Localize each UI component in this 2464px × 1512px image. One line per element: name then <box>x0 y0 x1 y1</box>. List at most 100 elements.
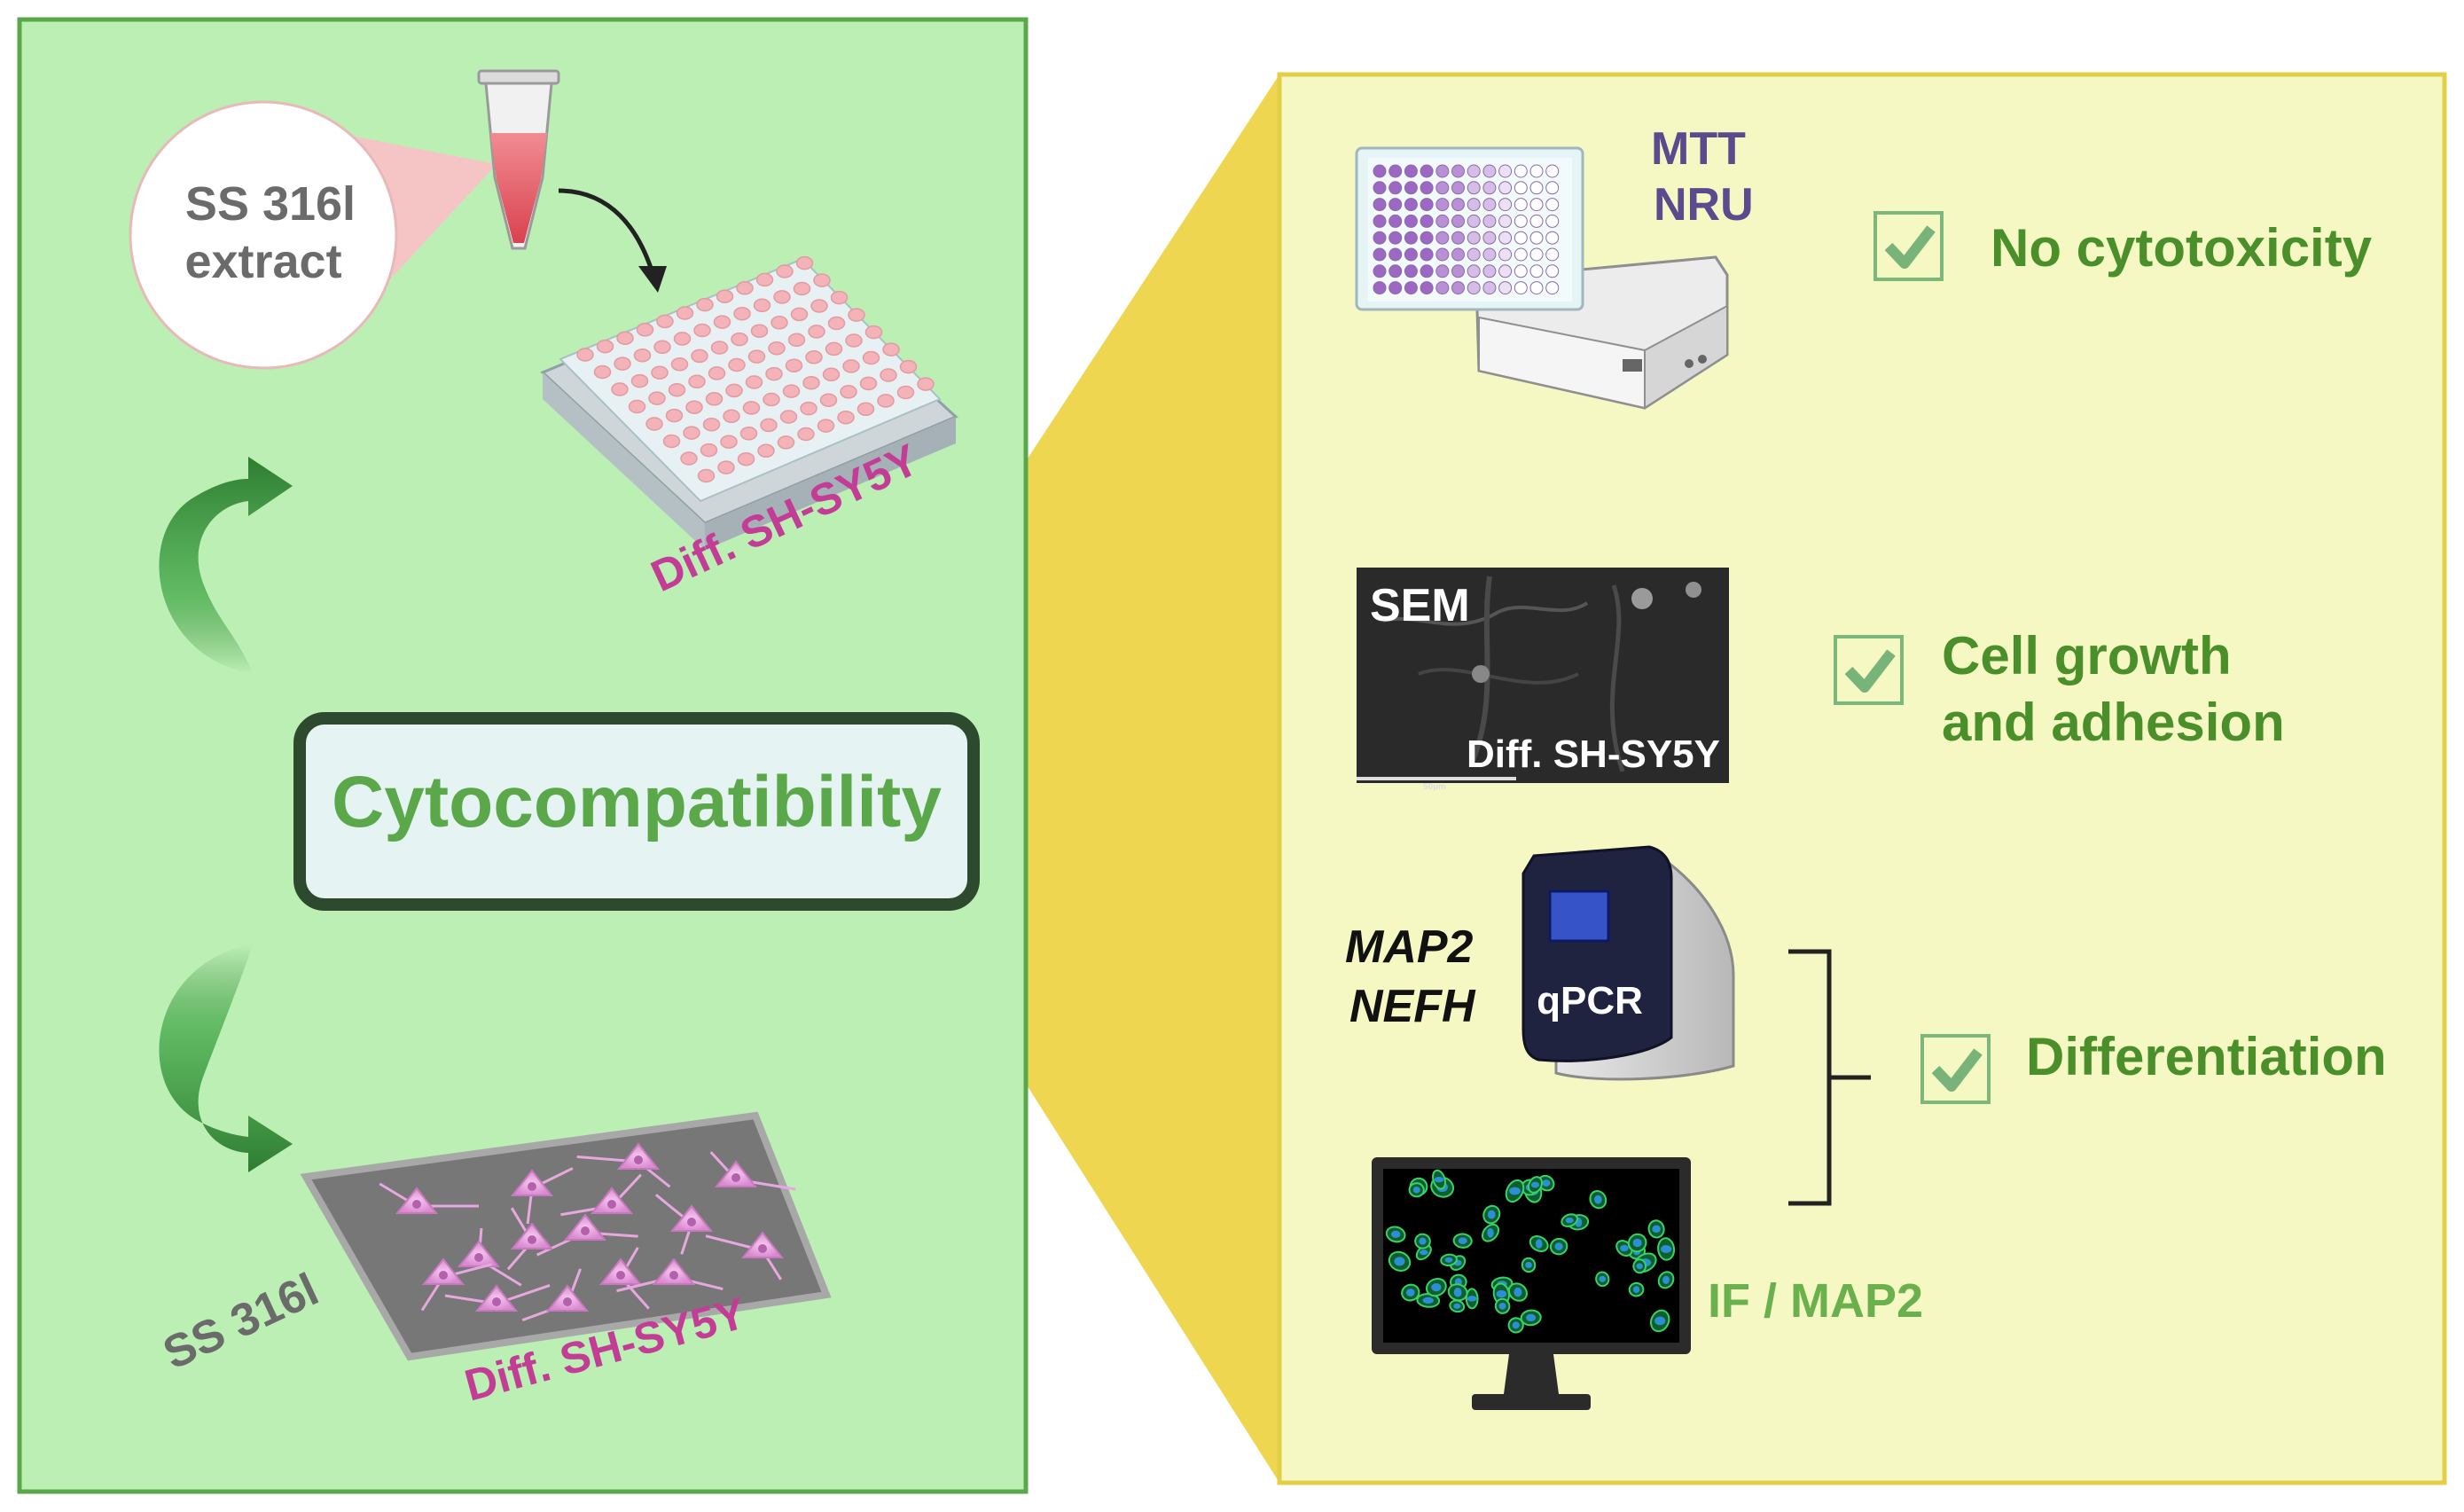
well <box>1498 198 1513 212</box>
well <box>1545 164 1560 178</box>
well <box>785 358 803 372</box>
cytocompatibility-label: Cytocompatibility <box>332 762 942 842</box>
well <box>1451 214 1465 228</box>
well <box>1545 231 1560 245</box>
assay-nru: NRU <box>1654 179 1754 231</box>
sem-caption: Diff. SH-SY5Y <box>1467 732 1720 776</box>
well <box>808 325 825 339</box>
cytocompatibility-box <box>293 712 980 911</box>
well <box>845 333 863 348</box>
well <box>1514 231 1528 245</box>
well <box>1373 231 1387 245</box>
well <box>1529 181 1544 195</box>
well <box>1514 181 1528 195</box>
sem-title: SEM <box>1370 580 1470 631</box>
well <box>1482 214 1497 228</box>
well <box>899 359 918 374</box>
well <box>696 297 714 312</box>
result-no-cytotoxicity: No cytotoxicity <box>1991 218 2373 278</box>
well <box>1498 181 1513 195</box>
microtube-icon <box>477 69 560 250</box>
well <box>1529 231 1544 245</box>
well <box>1467 264 1481 278</box>
qpcr-machine-icon <box>1521 845 1735 1081</box>
sem-scalebar: 50µm <box>1423 782 1446 792</box>
well <box>1388 198 1403 212</box>
well <box>1482 281 1497 295</box>
well <box>880 368 897 382</box>
well <box>653 340 671 355</box>
well <box>859 376 878 391</box>
well <box>1467 214 1481 228</box>
well <box>795 255 814 270</box>
well <box>782 384 801 398</box>
well <box>1545 214 1560 228</box>
well <box>813 273 831 287</box>
well <box>896 385 915 400</box>
well <box>747 349 766 364</box>
well <box>755 272 774 287</box>
checkbox-check-icon <box>1834 635 1904 705</box>
well <box>1435 247 1450 262</box>
well <box>848 308 865 322</box>
well <box>1514 281 1528 295</box>
well <box>837 410 855 425</box>
well <box>842 359 860 373</box>
well <box>1420 181 1434 195</box>
well <box>1482 181 1497 195</box>
gene-nefh: NEFH <box>1349 981 1476 1032</box>
well <box>1482 264 1497 278</box>
well <box>1435 231 1450 245</box>
dispense-arrow-icon <box>558 188 667 293</box>
well <box>1467 164 1481 178</box>
well <box>1373 264 1387 278</box>
well <box>1373 164 1387 178</box>
well <box>1482 198 1497 212</box>
well <box>777 435 795 450</box>
well <box>1545 181 1560 195</box>
well <box>576 348 594 362</box>
well <box>691 349 708 364</box>
well <box>688 374 706 389</box>
well <box>773 290 791 304</box>
well <box>753 298 771 313</box>
well <box>1373 281 1387 295</box>
well <box>1498 264 1513 278</box>
well <box>1514 198 1528 212</box>
well <box>1404 181 1418 195</box>
well <box>713 315 731 329</box>
well <box>1404 264 1418 278</box>
monitor-icon <box>1372 1157 1691 1410</box>
well <box>737 451 755 466</box>
well <box>917 377 935 391</box>
well <box>739 427 758 441</box>
well <box>797 427 815 442</box>
well <box>693 323 711 338</box>
well <box>645 417 663 431</box>
extract-label-line1: SS 316l <box>185 177 356 231</box>
well <box>1420 198 1434 212</box>
well <box>805 350 823 364</box>
well <box>1435 181 1450 195</box>
well <box>1435 281 1450 295</box>
well <box>662 434 681 449</box>
well <box>1467 247 1481 262</box>
well <box>1420 214 1434 228</box>
well <box>1420 164 1434 178</box>
well <box>790 307 809 322</box>
well <box>700 443 718 458</box>
well <box>1404 247 1418 262</box>
well <box>776 264 794 278</box>
well <box>822 367 841 382</box>
well <box>697 468 716 483</box>
well <box>1451 247 1465 262</box>
well <box>728 357 746 372</box>
well <box>1435 198 1450 212</box>
well <box>1404 198 1418 212</box>
well <box>1373 247 1387 262</box>
well <box>656 314 674 329</box>
well <box>1514 247 1528 262</box>
checkbox-check-icon <box>1873 211 1944 281</box>
gene-map2: MAP2 <box>1345 921 1474 973</box>
